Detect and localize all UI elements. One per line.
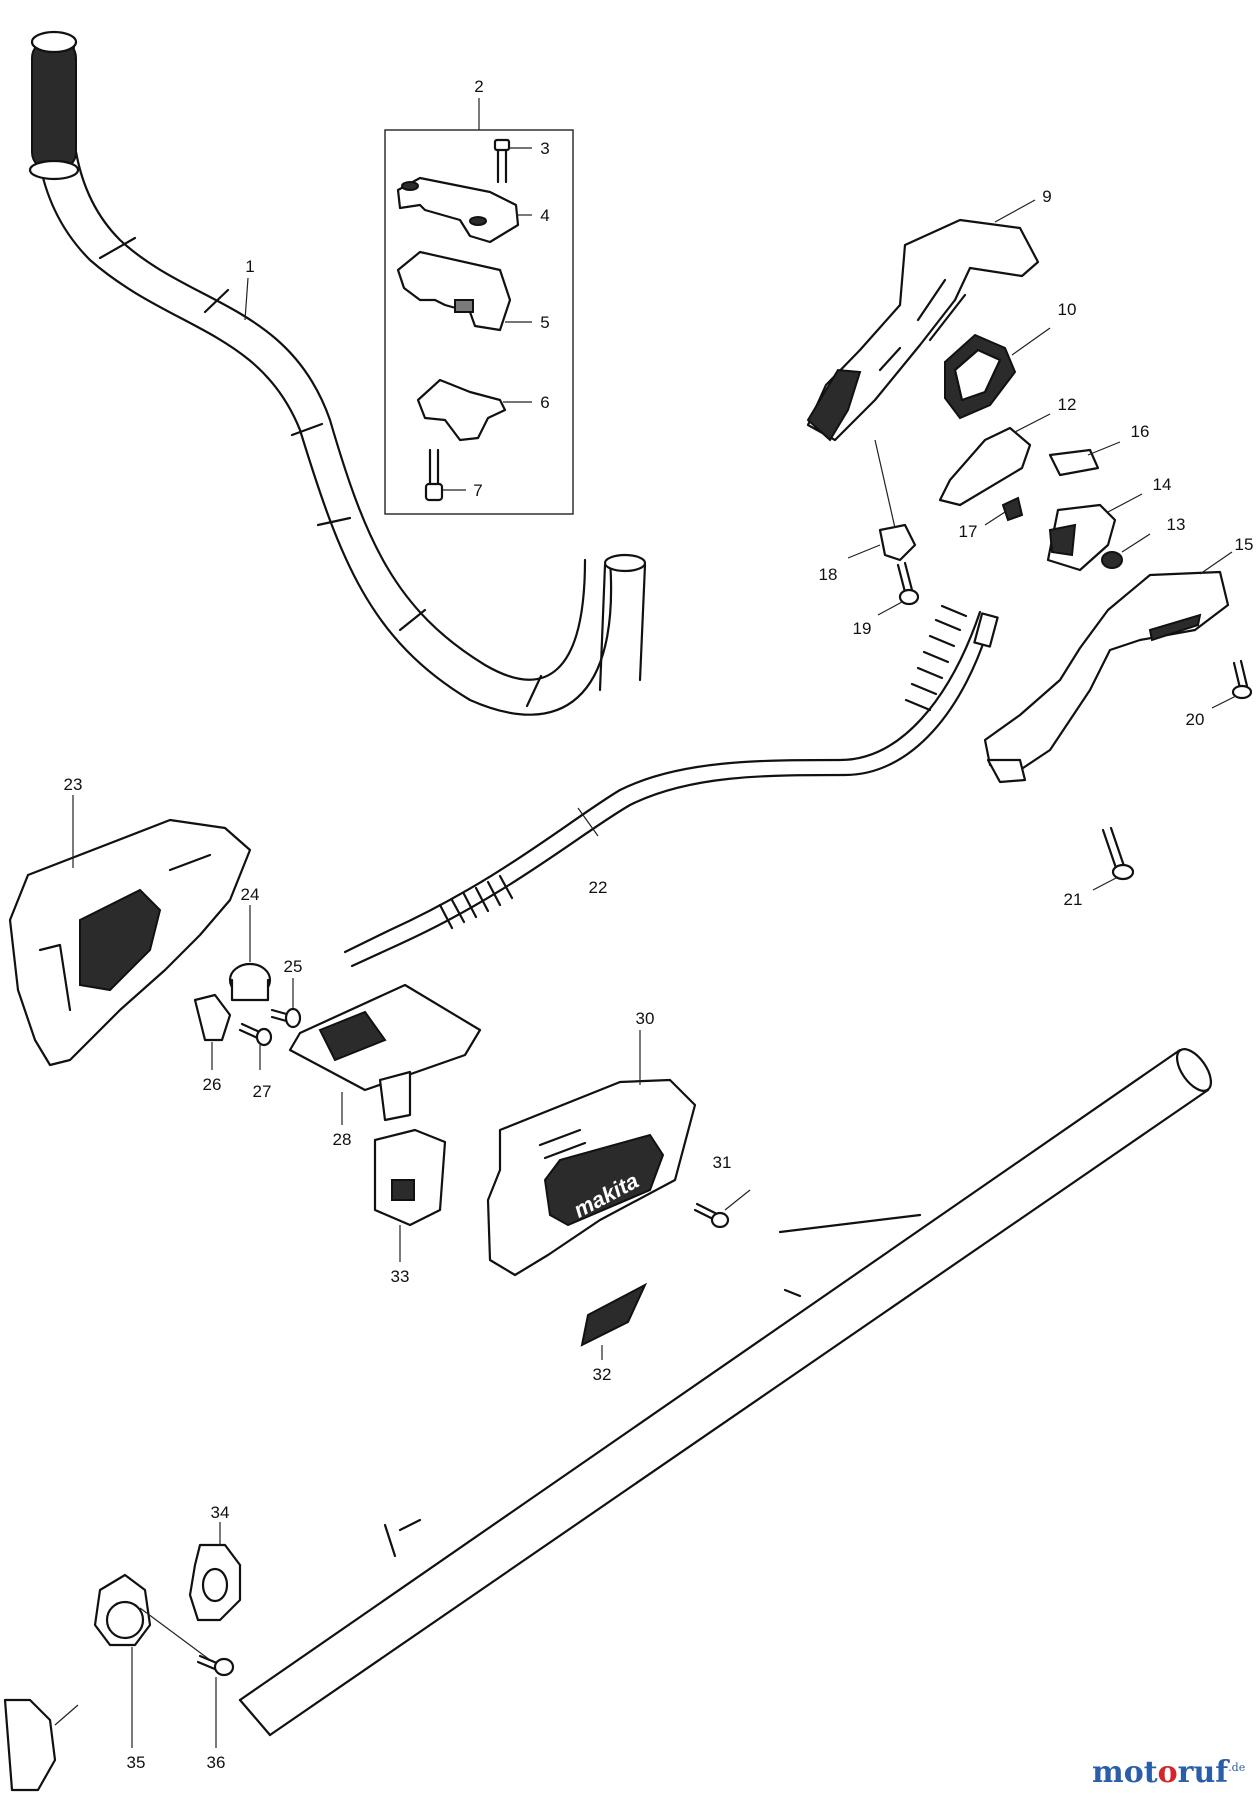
part-9-upper-housing [806, 199, 1040, 442]
callout-18: 18 [819, 565, 838, 584]
callout-27: 27 [253, 1082, 272, 1101]
part-16-block [1048, 441, 1121, 477]
callout-16: 16 [1131, 422, 1150, 441]
callout-20: 20 [1186, 710, 1205, 729]
callout-3: 3 [540, 139, 549, 158]
part-25-screw [270, 978, 302, 1029]
part-31-screw [693, 1189, 751, 1229]
part-21-screw [1092, 826, 1135, 891]
part-26-clip [193, 993, 232, 1070]
callout-22: 22 [589, 878, 608, 897]
callout-30: 30 [636, 1009, 655, 1028]
watermark-part1: mot [1092, 1755, 1158, 1790]
part-32-label [580, 1282, 648, 1360]
callout-4: 4 [540, 206, 549, 225]
part-36-screw [139, 1607, 235, 1748]
callout-14: 14 [1153, 475, 1172, 494]
callout-35: 35 [127, 1753, 146, 1772]
callout-13: 13 [1167, 515, 1186, 534]
callout-10: 10 [1058, 300, 1077, 319]
callout-7: 7 [473, 481, 482, 500]
callout-21: 21 [1064, 890, 1083, 909]
watermark-logo: motoruf.de [1092, 1748, 1246, 1790]
callout-12: 12 [1058, 395, 1077, 414]
callout-24: 24 [241, 885, 260, 904]
main-shaft-tube [238, 1048, 1213, 1737]
callout-labels: 1 2 3 4 5 6 7 9 10 12 13 14 15 16 17 18 … [64, 77, 1254, 1772]
part-20-screw [1211, 659, 1253, 709]
callout-34: 34 [211, 1503, 230, 1522]
part-23-motor-housing [8, 795, 252, 1067]
part-12-trigger [938, 413, 1051, 507]
callout-15: 15 [1235, 535, 1254, 554]
part-1-handlebar [28, 30, 647, 716]
callout-9: 9 [1042, 187, 1051, 206]
part-19-screw [877, 561, 920, 616]
callout-23: 23 [64, 775, 83, 794]
callout-1: 1 [245, 257, 254, 276]
callout-36: 36 [207, 1753, 226, 1772]
part-28-controller [288, 983, 482, 1125]
callout-5: 5 [540, 313, 549, 332]
part-14-switch [1046, 493, 1143, 572]
part-33-terminal [373, 1128, 447, 1262]
watermark-part3: ruf [1177, 1755, 1229, 1790]
part-10-seal [944, 327, 1051, 420]
callout-32: 32 [593, 1365, 612, 1384]
callout-6: 6 [540, 393, 549, 412]
part-35-bracket [93, 1573, 152, 1748]
bottom-clamp [3, 1698, 79, 1792]
part-13-spring [1101, 533, 1151, 569]
part-22-drive-shaft [343, 604, 999, 968]
callout-2: 2 [474, 77, 483, 96]
callout-28: 28 [333, 1130, 352, 1149]
part-34-clamp [188, 1522, 242, 1622]
watermark-part2: o [1157, 1755, 1178, 1790]
callout-26: 26 [203, 1075, 222, 1094]
callout-31: 31 [713, 1153, 732, 1172]
callout-17: 17 [959, 522, 978, 541]
part-18-bracket [847, 439, 917, 562]
part-24-band-clamp [228, 905, 272, 1002]
part-17-spring [984, 496, 1024, 526]
part-15-rear-grip [983, 551, 1233, 784]
part-2-clamp-box [384, 98, 574, 515]
part-30-cover: makita [486, 1030, 697, 1277]
callout-19: 19 [853, 619, 872, 638]
callout-25: 25 [284, 957, 303, 976]
callout-33: 33 [391, 1267, 410, 1286]
watermark-part4: .de [1228, 1761, 1246, 1774]
part-27-screw [238, 1022, 273, 1070]
